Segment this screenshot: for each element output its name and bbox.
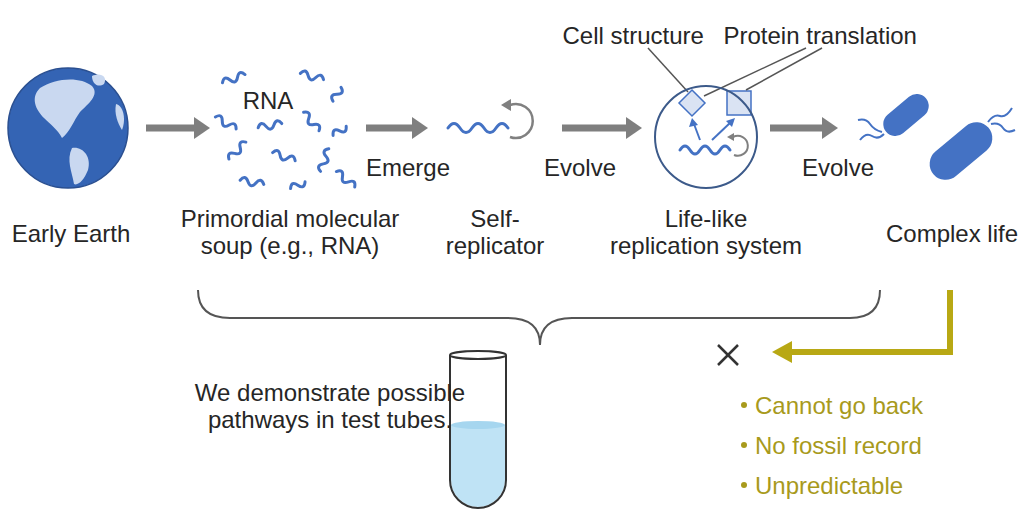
earth-node: Early Earth: [8, 68, 134, 190]
replication-system-icon: [648, 48, 822, 156]
self-replicator-node: Self- replicator: [440, 95, 550, 160]
cell-structure-diamond: [679, 90, 705, 116]
flagellum: [988, 108, 1012, 122]
molecule-soup-node: RNAPrimordial molecular soup (e.g., RNA): [222, 70, 354, 190]
return-arrowhead: [772, 341, 792, 363]
rna-strand: [226, 140, 248, 162]
leader-line: [648, 48, 688, 92]
rna-strand: [448, 124, 508, 133]
complex-life-node: Complex life: [850, 80, 1020, 190]
cross-mark: [718, 345, 738, 365]
system-circle: [655, 86, 757, 188]
rna-strand: [271, 149, 296, 164]
rna-strand: [289, 179, 306, 192]
rna-strand: [221, 71, 246, 86]
bullet-dot: [741, 442, 747, 448]
node-label: Life-like replication system: [609, 205, 804, 259]
rna-strands: [214, 70, 357, 192]
bullet-dot: [741, 402, 747, 408]
node-label: Early Earth: [0, 220, 151, 247]
liquid-surface: [451, 421, 505, 429]
cycle-arrowhead: [727, 133, 734, 141]
translation-arrowhead: [726, 118, 735, 127]
node-label: Primordial molecular soup (e.g., RNA): [170, 205, 410, 259]
arrowhead: [626, 117, 642, 139]
bacterium: [878, 89, 933, 141]
rna-strand: [301, 110, 322, 133]
arrow-shaft: [770, 125, 822, 132]
cycle-arrow: [733, 136, 748, 156]
tube-liquid: [451, 425, 505, 507]
rna-strand: [331, 123, 348, 138]
rna-strand: [680, 146, 730, 154]
test-tube-node: We demonstrate possible pathways in test…: [450, 350, 506, 510]
translation-arrowhead: [689, 118, 698, 127]
arrowhead: [194, 117, 210, 139]
arrow-shaft: [146, 125, 194, 132]
rna-strand: [334, 169, 357, 190]
cycle-arrowhead: [501, 99, 511, 111]
bacterium: [923, 116, 999, 187]
bullet-note: Cannot go back: [755, 392, 923, 419]
note-text: We demonstrate possible pathways in test…: [180, 379, 480, 433]
flow-arrow: [770, 117, 838, 139]
tube-rim: [450, 351, 506, 359]
tube-outline: [450, 355, 506, 508]
flagellum: [991, 124, 1015, 132]
bullet-dot: [741, 482, 747, 488]
flow-arrow: [146, 117, 210, 139]
callout-label: Cell structure: [563, 22, 704, 49]
globe-continent: [69, 148, 89, 185]
flagellum: [860, 134, 884, 140]
flow-arrow: [366, 117, 428, 139]
cross-mark: [718, 345, 738, 365]
arrow-shaft: [562, 125, 626, 132]
edge-label: Evolve: [544, 154, 616, 181]
circle-outline-svg: [654, 85, 758, 189]
rna-strand: [317, 148, 332, 173]
edge-label: Evolve: [802, 154, 874, 181]
arrowhead: [822, 117, 838, 139]
self-replicator-icon: [448, 99, 533, 138]
globe-continent: [115, 104, 124, 130]
callout-label: Protein translation: [724, 22, 917, 49]
protein-square: [727, 91, 751, 115]
node-label: Complex life: [872, 220, 1024, 247]
test-tube-icon: [450, 351, 506, 508]
rna-strand: [299, 70, 324, 83]
rna-strand: [258, 120, 283, 131]
flow-arrow: [562, 117, 642, 139]
arrowhead: [412, 117, 428, 139]
globe-ocean: [8, 68, 128, 188]
cycle-arrow: [510, 104, 533, 138]
translation-arrow: [694, 124, 700, 140]
bullet-note: No fossil record: [755, 432, 922, 459]
grouping-brace: [198, 290, 880, 345]
rna-strand: [214, 114, 238, 132]
replication-system-circle: Life-like replication system: [654, 85, 758, 189]
rna-strand: [330, 86, 344, 103]
edge-label: Emerge: [366, 154, 450, 181]
rna-strand: [240, 177, 265, 188]
return-arrow: [790, 290, 950, 352]
bullet-note: Unpredictable: [755, 472, 903, 499]
earth-globe: [8, 68, 128, 188]
node-label: Self- replicator: [430, 205, 560, 259]
arrow-shaft: [366, 125, 412, 132]
bacteria-icon: [858, 89, 1015, 186]
globe-continent: [92, 74, 105, 85]
molecule-label: RNA: [228, 87, 308, 114]
flagellum: [858, 120, 882, 133]
leader-line: [746, 48, 822, 90]
globe-continent: [35, 79, 95, 138]
